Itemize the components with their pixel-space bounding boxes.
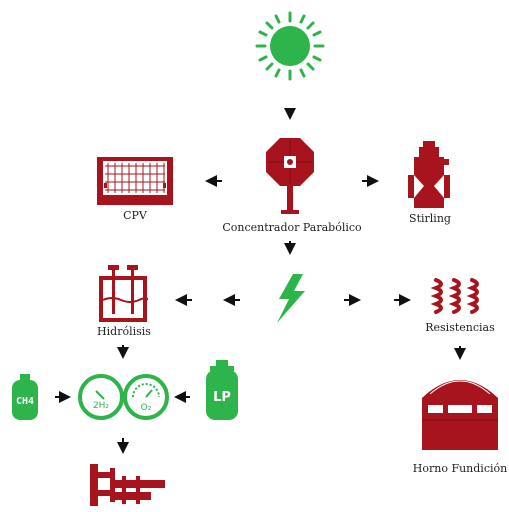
stirling-engine-icon [408, 141, 450, 208]
furnace-label: Horno Fundición [412, 462, 508, 475]
cpv-label: CPV [123, 209, 147, 222]
lightning-bolt-icon [277, 274, 305, 323]
concentrator-label: Concentrador Parabólico [222, 221, 362, 234]
pressure-gauge-icon: O₂ [123, 374, 169, 420]
hydrolysis-label: Hidrólisis [97, 325, 151, 338]
cpv-panel-icon [97, 157, 173, 205]
ch4-label: CH4 [16, 396, 34, 407]
pressure-gauge-icon: 2H₂ [78, 374, 124, 420]
sun-icon [255, 11, 325, 81]
gas-cylinder-icon: CH4 [12, 374, 38, 420]
heating-coil-icon [430, 278, 479, 314]
electrolysis-tank-icon [99, 265, 149, 322]
lp-label: LP [213, 390, 231, 405]
flow-arrows [55, 108, 466, 454]
gauge-h2-label: 2H₂ [93, 401, 109, 411]
torch-burner-icon [90, 464, 165, 506]
gauge-o2-label: O₂ [141, 403, 152, 413]
stirling-label: Stirling [409, 212, 451, 225]
resistances-label: Resistencias [425, 321, 495, 334]
parabolic-concentrator-icon [266, 138, 314, 214]
gas-cylinder-icon: LP [206, 360, 238, 420]
smelting-furnace-icon [422, 380, 498, 450]
